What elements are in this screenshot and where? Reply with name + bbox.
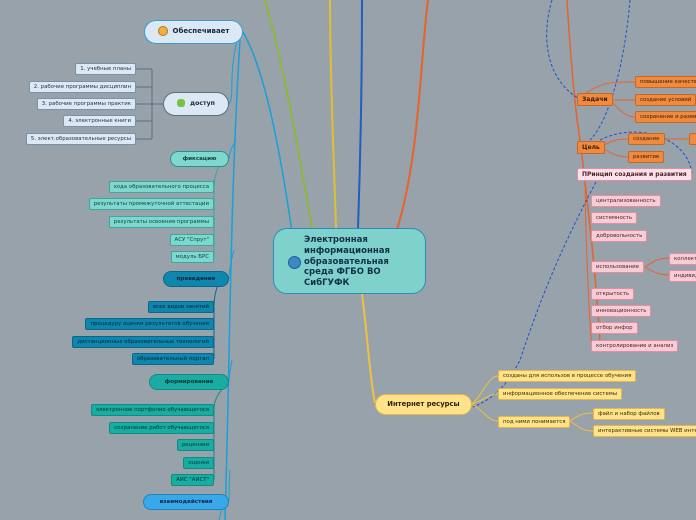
forming-item[interactable]: сохранение работ обучающегося bbox=[109, 422, 214, 434]
central-topic[interactable]: Электронная информационная образовательн… bbox=[273, 228, 426, 294]
provides-node[interactable]: Обеспечивает bbox=[144, 20, 243, 44]
interaction-node[interactable]: взаимодействия bbox=[143, 494, 229, 510]
access-item[interactable]: 4. электронные книги bbox=[63, 115, 136, 127]
fixation-item[interactable]: результаты промежуточной аттестации bbox=[88, 198, 214, 210]
forming-item[interactable]: рецензии bbox=[176, 439, 214, 451]
central-topic-title: Электронная информационная образовательн… bbox=[304, 235, 390, 289]
access-item[interactable]: 1. учебные планы bbox=[75, 63, 136, 75]
forming-node[interactable]: формирование bbox=[149, 374, 229, 390]
principle-item[interactable]: использование bbox=[591, 261, 644, 273]
goal-item[interactable]: создание bbox=[628, 133, 665, 145]
internet-sub-item[interactable]: файл и набор файлов bbox=[593, 408, 665, 420]
conducting-item[interactable]: всех видов занятий bbox=[147, 301, 214, 313]
provides-label: Обеспечивает bbox=[172, 27, 230, 35]
goal-node[interactable]: Цель bbox=[577, 141, 605, 154]
principle-item[interactable]: инновационность bbox=[591, 305, 652, 317]
conducting-item[interactable]: дистанционных образовательных технологий bbox=[72, 336, 214, 348]
fixation-item[interactable]: модуль БРС bbox=[170, 251, 214, 263]
fixation-item[interactable]: хода образовательного процесса bbox=[108, 181, 214, 193]
tasks-node[interactable]: Задачи bbox=[577, 93, 613, 106]
globe-icon bbox=[288, 256, 301, 269]
internet-item[interactable]: информационное обеспечение системы bbox=[498, 388, 623, 400]
access-item[interactable]: 2. рабочие программы дисциплин bbox=[28, 81, 136, 93]
conducting-item[interactable]: процедуру оценки результатов обучения bbox=[85, 318, 214, 330]
internet-sub-item[interactable]: интерактивные системы WEB интер bbox=[593, 425, 696, 437]
tasks-item[interactable]: создание условий bbox=[635, 94, 696, 106]
access-node[interactable]: доступ bbox=[163, 92, 229, 116]
principle-item[interactable]: добровольность bbox=[591, 230, 648, 242]
internet-item[interactable]: под ними понимается bbox=[498, 416, 571, 428]
principle-node[interactable]: ПРинцип создания и развития bbox=[577, 168, 692, 181]
tasks-item[interactable]: повышение качеств bbox=[635, 76, 696, 88]
internet-node[interactable]: Интернет ресурсы bbox=[375, 394, 472, 415]
fixation-item[interactable]: АСУ "Спрут" bbox=[169, 234, 214, 246]
principle-item[interactable]: отбор инфор bbox=[591, 322, 638, 334]
principle-item[interactable]: централизованность bbox=[591, 195, 661, 207]
fixation-item[interactable]: результаты освоения программы bbox=[108, 216, 214, 228]
principle-usage-sub[interactable]: коллект bbox=[669, 253, 696, 265]
goal-item[interactable]: развитие bbox=[628, 151, 665, 163]
fixation-node[interactable]: фиксацию bbox=[170, 151, 229, 167]
forming-item[interactable]: оценки bbox=[183, 457, 214, 469]
goal-subitem-stub bbox=[689, 133, 696, 145]
conducting-node[interactable]: проведение bbox=[163, 271, 229, 287]
conducting-item[interactable]: образовательный портал bbox=[131, 353, 214, 365]
tasks-item[interactable]: сохранение и разви bbox=[635, 111, 696, 123]
forming-item[interactable]: АИС "АИСТ" bbox=[171, 474, 214, 486]
access-item[interactable]: 3. рабочие программы практик bbox=[36, 98, 136, 110]
people-icon bbox=[157, 26, 168, 36]
forming-item[interactable]: электронное портфолио обучающегося bbox=[90, 404, 214, 416]
principle-item[interactable]: системность bbox=[591, 212, 638, 224]
principle-item[interactable]: открытость bbox=[591, 288, 635, 300]
phone-icon bbox=[177, 99, 186, 107]
access-label: доступ bbox=[190, 100, 215, 107]
access-item[interactable]: 5. элект.образовательные ресурсы bbox=[25, 133, 136, 145]
principle-item[interactable]: контролирование и анализ bbox=[591, 340, 679, 352]
principle-usage-sub[interactable]: индивид bbox=[669, 270, 696, 282]
internet-item[interactable]: созданы для использов в процессе обучени… bbox=[498, 370, 637, 382]
